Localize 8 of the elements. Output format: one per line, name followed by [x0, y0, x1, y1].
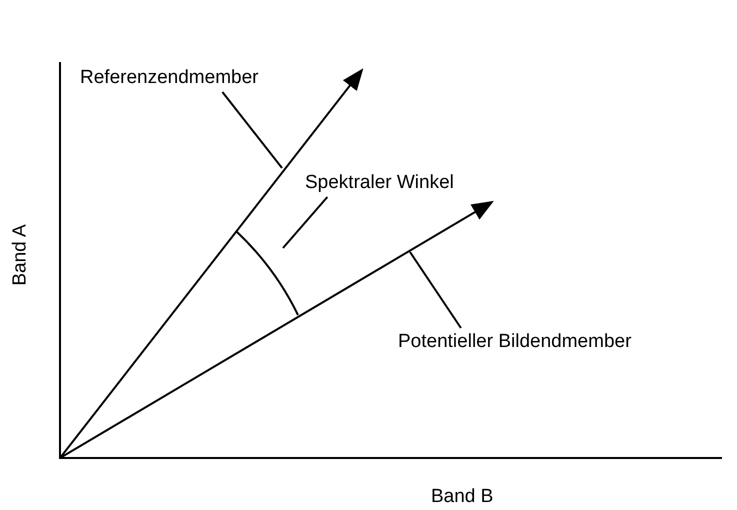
callout-label: Potentieller Bildendmember — [398, 331, 632, 353]
callout-label: Referenzendmember — [80, 67, 258, 89]
axis-label: Band B — [431, 486, 494, 508]
leader-line — [409, 251, 462, 329]
callout-label: Spektraler Winkel — [305, 172, 454, 194]
leader-line — [282, 196, 328, 249]
axis-label: Band A — [10, 224, 32, 286]
leader-line — [222, 91, 283, 169]
